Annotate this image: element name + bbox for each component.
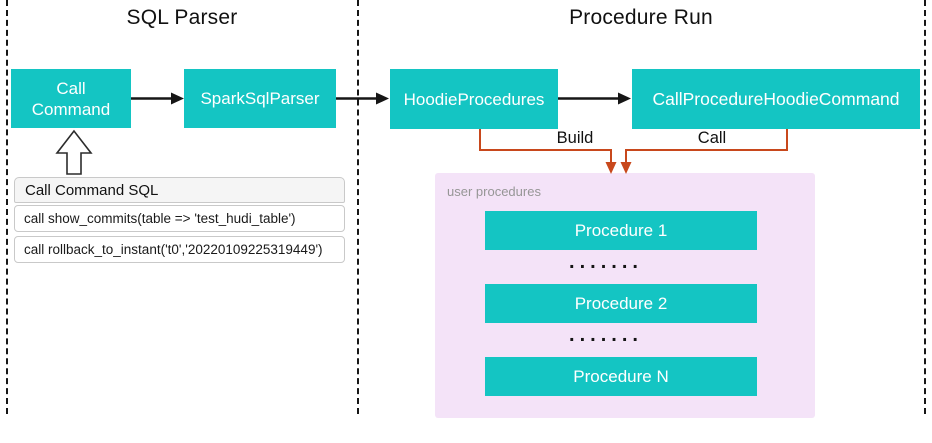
dots-separator: ....... [569,251,643,273]
procedure-row: Procedure 2 [485,284,757,323]
build-label: Build [556,129,594,147]
arrow-callcommand-to-sparksqlparser [131,92,184,105]
region-divider-middle [357,0,359,414]
arrow-hoodieprocedures-to-callprocedurehoodiecommand [558,92,631,105]
procedure-row: Procedure N [485,357,757,396]
region-divider-right [924,0,926,414]
call-command-label-line1: Call [56,78,86,98]
call-procedure-hoodie-command-node: CallProcedureHoodieCommand [632,69,920,129]
call-label: Call [697,129,727,147]
sql-statement-row: call show_commits(table => 'test_hudi_ta… [14,205,345,232]
procedure-run-title: Procedure Run [569,6,713,29]
sql-statement-row: call rollback_to_instant('t0','202201092… [14,236,345,263]
procedure-row: Procedure 1 [485,211,757,250]
spark-sql-parser-node: SparkSqlParser [184,69,336,128]
hollow-up-arrow-icon [55,129,93,175]
sql-panel-header: Call Command SQL [14,177,345,203]
call-command-label-line2: Command [31,99,111,119]
dots-separator: ....... [569,324,643,346]
region-divider-left [6,0,8,414]
arrow-sparksqlparser-to-hoodieprocedures [336,92,389,105]
call-command-node: Call Command [11,69,131,128]
sql-parser-title: SQL Parser [126,6,238,29]
user-procedures-label: user procedures [447,184,541,199]
hoodie-procedures-node: HoodieProcedures [390,69,558,129]
